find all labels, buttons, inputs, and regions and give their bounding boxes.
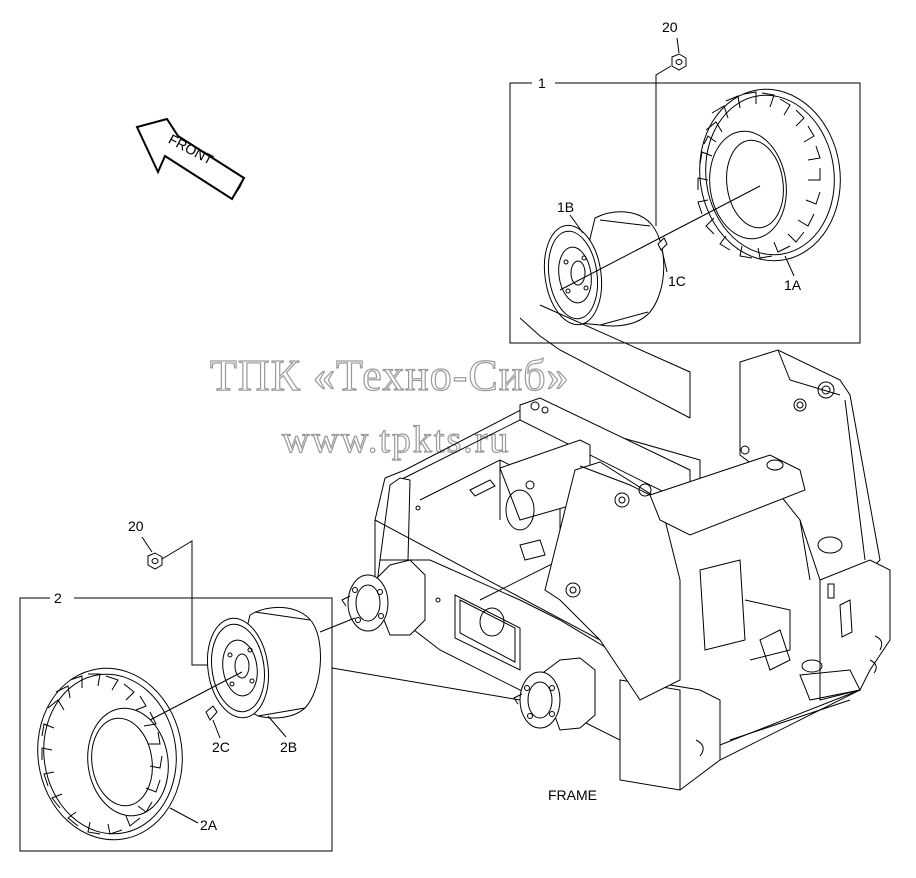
front-direction-arrow: FRONT bbox=[135, 117, 246, 201]
tire-2a: 2A bbox=[37, 667, 218, 841]
valve-stem-1c: 1C bbox=[657, 237, 686, 289]
watermark-line-1: ТПК «Техно-Сиб» bbox=[210, 351, 570, 400]
projection-lines-1 bbox=[519, 304, 691, 419]
watermark: ТПК «Техно-Сиб» www.tpkts.ru bbox=[209, 350, 570, 461]
frame-label: FRAME bbox=[548, 787, 597, 803]
axle-hub-lower bbox=[513, 657, 596, 731]
side-access-panel bbox=[454, 594, 521, 671]
tire-1a: 1A bbox=[697, 88, 841, 293]
watermark-line-2: www.tpkts.ru bbox=[282, 419, 510, 461]
callout-nut-left: 20 bbox=[128, 518, 144, 534]
valve-stem-2c: 2C bbox=[205, 705, 230, 755]
callout-nut-top: 20 bbox=[662, 19, 678, 35]
machine-frame: FRAME bbox=[341, 349, 891, 803]
rim-2b: 2B bbox=[206, 606, 321, 755]
wheel-nut-top: 20 bbox=[655, 19, 687, 226]
wheel-assembly-box-2: 2 20 2B 2C bbox=[19, 518, 333, 852]
rim-1b: 1B bbox=[543, 199, 665, 327]
callout-1b: 1B bbox=[557, 199, 574, 215]
callout-1: 1 bbox=[538, 75, 546, 91]
axle-hub-upper bbox=[341, 559, 426, 636]
callout-1a: 1A bbox=[784, 277, 802, 293]
callout-2: 2 bbox=[54, 590, 62, 606]
callout-2b: 2B bbox=[280, 739, 297, 755]
callout-1c: 1C bbox=[668, 273, 686, 289]
projection-lines-2 bbox=[319, 617, 521, 701]
wheel-assembly-box-1: 1 20 1B 1C bbox=[509, 19, 861, 344]
callout-2c: 2C bbox=[212, 739, 230, 755]
callout-2a: 2A bbox=[200, 817, 218, 833]
